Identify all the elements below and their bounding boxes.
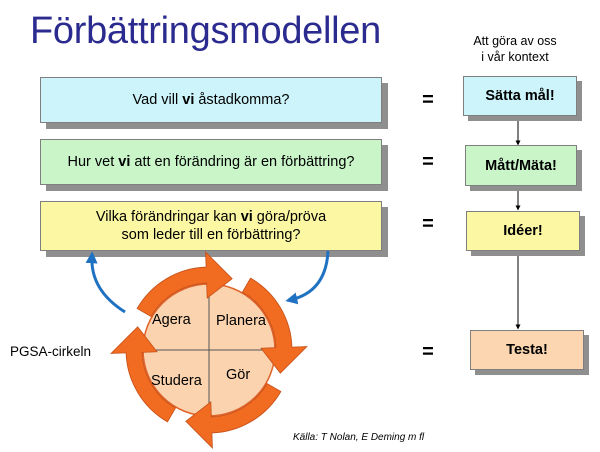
cycle-arrow-top [241,277,308,374]
blue-arrow-left [85,251,126,314]
question-box-goal: Vad vill vi åstadkomma? [40,77,382,123]
quadrant-planera: Planera [216,313,266,329]
source-credit: Källa: T Nolan, E Deming m fl [293,432,425,443]
answer-box-ideer: Idéer! [466,211,580,251]
answer-box-matt-mata: Mått/Mäta! [465,145,577,186]
question-box-ideas: Vilka förändringar kan vi göra/pröva som… [40,201,382,251]
context-heading-line-2: i vår kontext [481,50,549,64]
context-heading: Att göra av oss i vår kontext [455,33,575,65]
pgsa-cycle [110,251,308,449]
equals-sign-2: = [422,151,434,173]
question-text-measure: Hur vet vi att en förändring är en förbä… [67,154,355,170]
cycle-arrow-right [185,382,282,449]
equals-sign-4: = [422,341,434,363]
equals-sign-3: = [422,213,434,235]
question-text-goal: Vad vill vi åstadkomma? [132,92,290,108]
cycle-arrow-left [136,251,233,318]
equals-sign-1: = [422,89,434,111]
quadrant-studera: Studera [151,373,202,389]
question-text-ideas: Vilka förändringar kan vi göra/pröva som… [95,209,327,243]
pgsa-label: PGSA-cirkeln [10,344,92,359]
quadrant-gor: Gör [226,367,251,383]
quadrant-agera: Agera [152,312,191,328]
answer-box-testa: Testa! [470,330,584,370]
cycle-arrow-bottom [110,326,177,423]
question-box-measure: Hur vet vi att en förändring är en förbä… [40,139,382,185]
context-heading-line-1: Att göra av oss [473,34,557,48]
answer-box-satta-mal: Sätta mål! [463,76,577,116]
page-title: Förbättringsmodellen [30,10,381,52]
blue-arrow-right [285,250,330,305]
